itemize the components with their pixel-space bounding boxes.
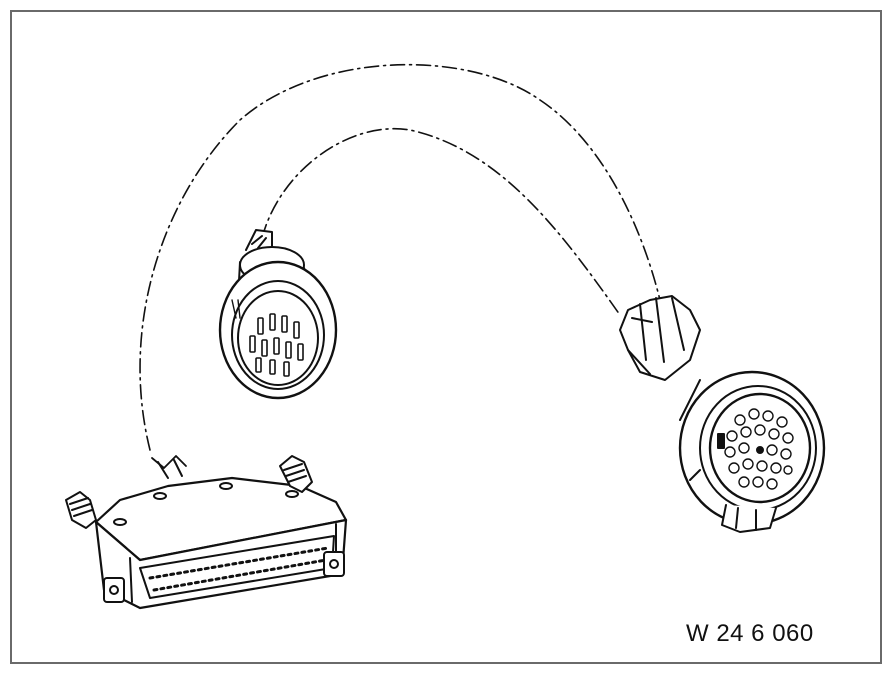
cable-dashed-inner-icon [261,127,621,316]
figure-reference-code: W 24 6 060 [686,620,814,647]
round-16-pin-connector-icon [218,229,338,400]
cable-dashed-outer-icon [139,63,661,451]
d-sub-25-pin-connector-icon [65,455,348,610]
round-multi-pin-connector-icon [619,295,826,533]
